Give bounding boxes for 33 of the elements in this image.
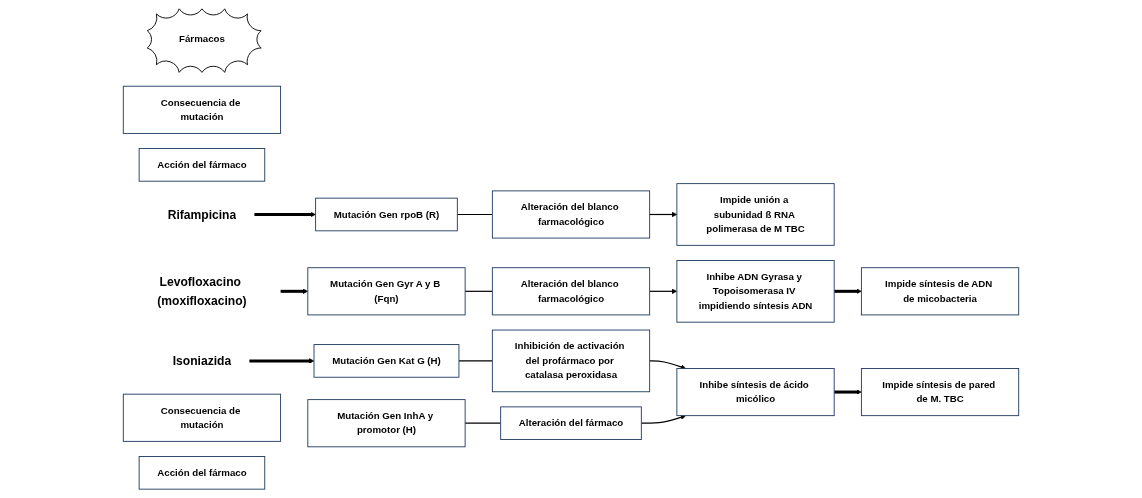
node-box: Alteración del blanco farmacológico	[491, 190, 651, 239]
node-box: Inhibe síntesis de ácido micólico	[676, 368, 835, 417]
node-box: Consecuencia de mutación	[122, 85, 282, 134]
connector	[458, 360, 493, 362]
arrow	[649, 360, 686, 370]
arrow	[649, 288, 678, 294]
node-box: Mutación Gen rpoB (R)	[315, 197, 458, 232]
connector	[456, 213, 493, 216]
node-box: Inhibe ADN Gyrasa y Topoisomerasa IV impidiendo síntesis ADN	[676, 260, 835, 323]
arrow	[834, 389, 862, 395]
arrow	[249, 358, 315, 364]
connector	[464, 422, 502, 424]
node-text: Rifampicina	[167, 207, 237, 222]
arrow	[834, 288, 862, 294]
node-box: Alteración del fármaco	[500, 406, 642, 440]
node-text: Levofloxacino (moxifloxacino)	[157, 275, 247, 308]
node-text: Isoniazida	[172, 354, 232, 368]
node-box: Impide síntesis de pared de M. TBC	[860, 368, 1020, 417]
node-box: Acción del fármaco	[138, 456, 266, 490]
node-box: Mutación Gen Gyr A y B (Fqn)	[307, 267, 466, 316]
node-box: Consecuencia de mutación	[122, 393, 282, 442]
node-box: Inhibición de activación del profármaco por catalasa peroxidasa	[491, 329, 651, 393]
node-box: Mutación Gen InhA y promotor (H)	[307, 399, 466, 448]
node-box: Alteración del blanco farmacológico	[491, 267, 651, 316]
arrow	[280, 288, 309, 294]
arrow	[254, 211, 316, 218]
arrow	[649, 211, 678, 218]
node-box: Acción del fármaco	[138, 148, 266, 182]
node-box: Mutación Gen Kat G (H)	[313, 344, 460, 378]
connector	[464, 290, 493, 292]
node-box: Impide unión a subunidad ß RNA polimerasa de M TBC	[676, 183, 835, 246]
node-box: Impide síntesis de ADN de micobacteria	[860, 267, 1020, 316]
arrow	[640, 414, 686, 424]
